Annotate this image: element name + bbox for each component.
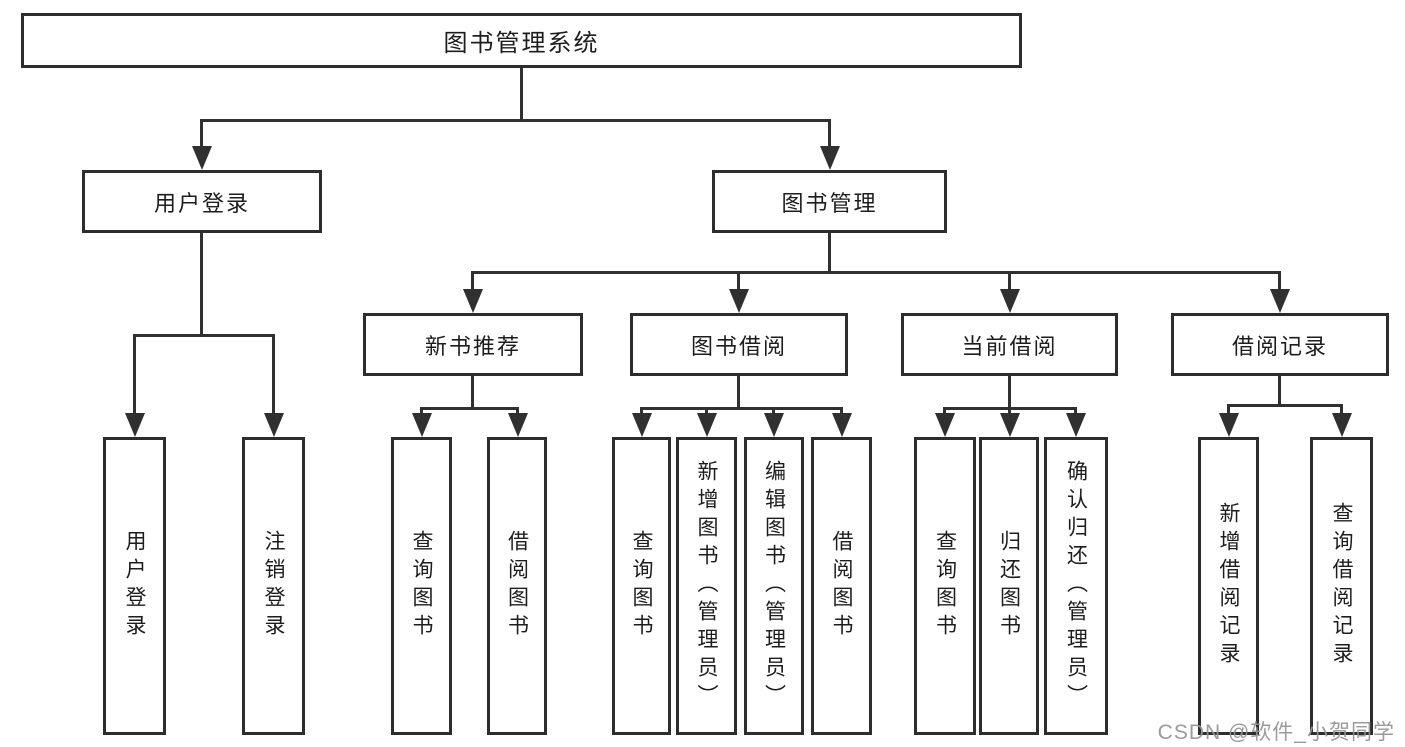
node-br-query-record: 查询借阅记录 [1310, 437, 1373, 735]
connector-arrow [412, 413, 432, 437]
node-cb-return-book: 归还图书 [979, 437, 1039, 735]
node-rec-query-book-label: 查询图书 [410, 530, 433, 642]
node-rec-borrow-book-label: 借阅图书 [505, 530, 529, 642]
connector-line [640, 407, 643, 418]
connector-arrow [935, 413, 955, 437]
connector-line [1008, 376, 1011, 410]
node-bb-borrow-book-label: 借阅图书 [830, 530, 853, 642]
node-br-add-record: 新增借阅记录 [1198, 437, 1259, 735]
node-new-book-rec-label: 新书推荐 [424, 333, 521, 359]
node-root: 图书管理系统 [21, 13, 1022, 68]
connector-line [520, 68, 523, 122]
connector-arrow [632, 413, 652, 437]
connector-line [471, 271, 474, 294]
connector-line [640, 407, 843, 410]
connector-arrow [1066, 413, 1086, 437]
node-book-mgmt-label: 图书管理 [781, 190, 878, 216]
connector-line [420, 407, 519, 410]
connector-line [1074, 407, 1077, 418]
connector-line [1278, 376, 1281, 407]
connector-line [772, 407, 775, 418]
connector-arrow [832, 413, 852, 437]
connector-line [737, 271, 740, 294]
node-leaf-user-login: 用户登录 [103, 437, 166, 735]
node-cb-confirm-return: 确认归还（管理员） [1044, 437, 1108, 735]
node-br-query-record-label: 查询借阅记录 [1330, 502, 1353, 670]
node-user-login-label: 用户登录 [153, 190, 250, 216]
connector-line [471, 271, 1280, 274]
node-leaf-user-login-label: 用户登录 [123, 530, 146, 642]
connector-line [471, 376, 474, 410]
node-rec-query-book: 查询图书 [391, 437, 452, 735]
node-leaf-logout-label: 注销登录 [262, 530, 285, 642]
connector-line [420, 407, 423, 418]
node-bb-add-book-label: 新增图书（管理员） [695, 460, 718, 712]
node-user-login: 用户登录 [82, 170, 322, 233]
connector-line [200, 119, 831, 122]
connector-line [705, 407, 708, 418]
connector-arrow [192, 146, 212, 170]
connector-line [133, 334, 136, 418]
connector-line [737, 376, 740, 410]
node-cb-query-book-label: 查询图书 [933, 530, 957, 642]
connector-arrow [508, 413, 528, 437]
node-leaf-logout: 注销登录 [242, 437, 305, 735]
connector-line [516, 407, 519, 418]
node-br-add-record-label: 新增借阅记录 [1217, 502, 1240, 670]
node-bb-edit-book-label: 编辑图书（管理员） [762, 460, 786, 712]
node-bb-query-book: 查询图书 [612, 437, 671, 735]
node-bb-query-book-label: 查询图书 [630, 530, 653, 642]
connector-arrow [1000, 413, 1020, 437]
connector-line [1008, 407, 1011, 418]
connector-arrow [1332, 413, 1352, 437]
connector-line [1278, 271, 1281, 294]
connector-line [828, 233, 831, 274]
node-current-borrow-label: 当前借阅 [961, 333, 1058, 359]
connector-arrow [820, 146, 840, 170]
connector-arrow [1270, 289, 1290, 313]
connector-arrow [264, 413, 284, 437]
connector-arrow [1219, 413, 1239, 437]
node-borrow-record-label: 借阅记录 [1231, 333, 1328, 359]
connector-line [133, 334, 275, 337]
node-cb-return-book-label: 归还图书 [997, 530, 1021, 642]
connector-arrow [1000, 289, 1020, 313]
connector-line [200, 233, 203, 337]
csdn-watermark: CSDN @软件_小贺同学 [1157, 721, 1395, 744]
node-book-borrow-label: 图书借阅 [690, 333, 787, 359]
connector-line [1008, 271, 1011, 294]
connector-arrow [463, 289, 483, 313]
node-new-book-rec: 新书推荐 [363, 313, 583, 376]
connector-line [1227, 404, 1343, 407]
connector-line [1227, 404, 1230, 418]
node-cb-confirm-return-label: 确认归还（管理员） [1064, 460, 1088, 712]
node-cb-query-book: 查询图书 [914, 437, 976, 735]
connector-line [828, 119, 831, 150]
node-bb-borrow-book: 借阅图书 [811, 437, 872, 735]
connector-arrow [697, 413, 717, 437]
node-bb-edit-book: 编辑图书（管理员） [744, 437, 804, 735]
node-bb-add-book: 新增图书（管理员） [676, 437, 737, 735]
connector-line [943, 407, 946, 418]
connector-line [272, 334, 275, 418]
connector-arrow [729, 289, 749, 313]
node-borrow-record: 借阅记录 [1171, 313, 1389, 376]
node-book-mgmt: 图书管理 [712, 170, 947, 233]
connector-line [1340, 404, 1343, 418]
connector-line [840, 407, 843, 418]
connector-arrow [125, 413, 145, 437]
node-current-borrow: 当前借阅 [901, 313, 1118, 376]
node-root-label: 图书管理系统 [443, 30, 600, 57]
node-rec-borrow-book: 借阅图书 [487, 437, 547, 735]
connector-arrow [764, 413, 784, 437]
connector-line [200, 119, 203, 150]
node-book-borrow: 图书借阅 [630, 313, 848, 376]
